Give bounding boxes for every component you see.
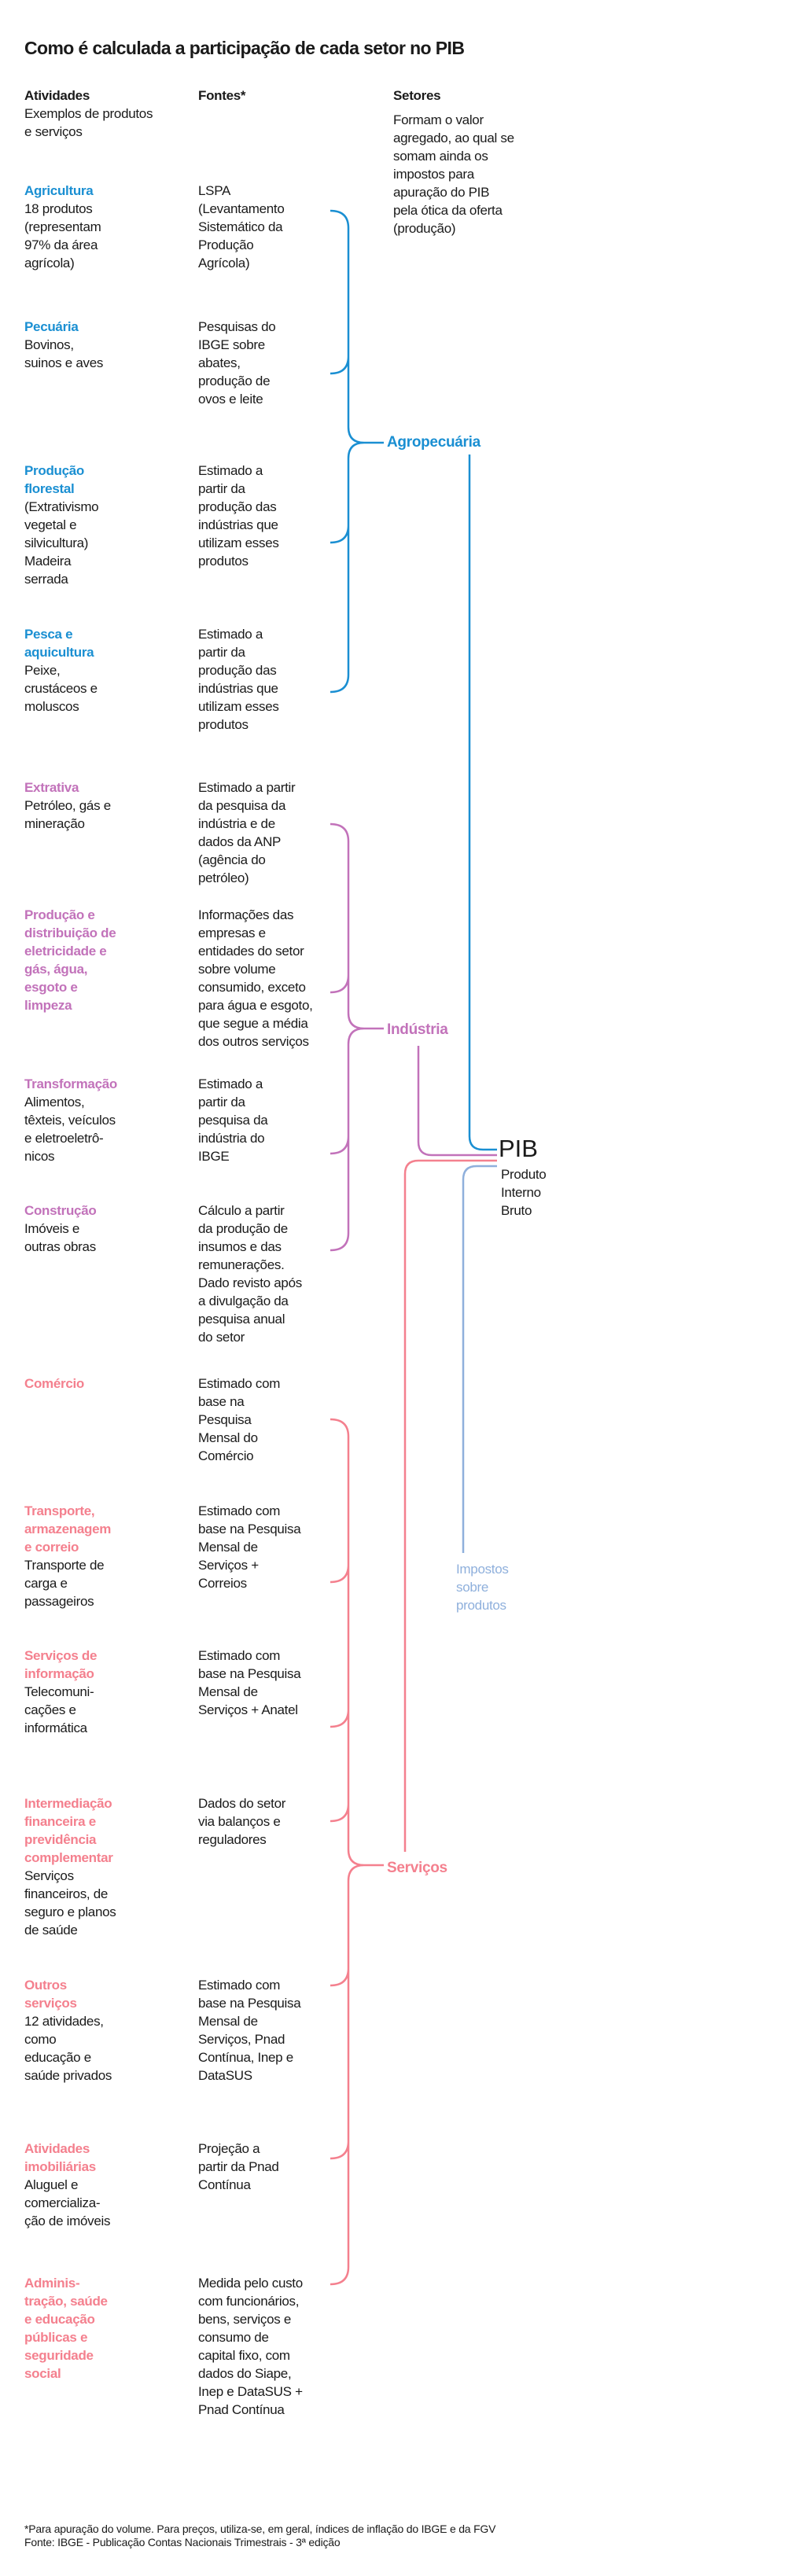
footnote: *Para apuração do volume. Para preços, u… — [24, 2523, 496, 2535]
activity-name: Transporte, armazenagem e correio — [24, 1503, 112, 1555]
activity-name: Intermediação financeira e previdência c… — [24, 1796, 113, 1865]
activities-header: Atividades — [24, 88, 90, 103]
activity-name: Produção florestal — [24, 463, 85, 496]
activity-item: Adminis- tração, saúde e educação públic… — [24, 2274, 128, 2383]
activity-description: Bovinos, suinos e aves — [24, 337, 104, 370]
servicos-bracket — [330, 1418, 384, 2286]
activity-name: Comércio — [24, 1376, 85, 1391]
activity-source: Medida pelo custo com funcionários, bens… — [198, 2276, 303, 2417]
agro-to-pib-line — [468, 454, 497, 1151]
activity-description: Peixe, crustáceos e moluscos — [24, 663, 98, 714]
activity-name: Pecuária — [24, 319, 79, 334]
activity-description: 18 produtos (representam 97% da área agr… — [24, 201, 101, 270]
activity-source: Estimado a partir da pesquisa da indústr… — [198, 780, 296, 885]
sector-label-industria: Indústria — [387, 1021, 448, 1038]
activity-name: Pesca e aquicultura — [24, 627, 94, 660]
activity-item: Agricultura 18 produtos (representam 97% … — [24, 182, 128, 272]
sectors-subheader: Formam o valor agregado, ao qual se soma… — [393, 112, 514, 236]
activity-description: Alimentos, têxteis, veículos e eletroele… — [24, 1095, 116, 1164]
activity-description: Serviços financeiros, de seguro e planos… — [24, 1868, 116, 1938]
activity-description: Imóveis e outras obras — [24, 1221, 96, 1254]
sectors-header: Setores — [393, 88, 441, 103]
sector-label-agropecuaria: Agropecuária — [387, 434, 481, 451]
activity-name: Extrativa — [24, 780, 79, 795]
activity-name: Outros serviços — [24, 1978, 77, 2011]
activity-source: Estimado com base na Pesquisa Mensal de … — [198, 1503, 301, 1591]
activity-source: Estimado com base na Pesquisa Mensal de … — [198, 1978, 301, 2083]
activity-name: Adminis- tração, saúde e educação públic… — [24, 2276, 108, 2381]
sources-header: Fontes* — [198, 88, 246, 103]
activity-source: Projeção a partir da Pnad Contínua — [198, 2141, 279, 2192]
activity-item: Produção e distribuição de eletricidade … — [24, 906, 128, 1014]
activity-description: Transporte de carga e passageiros — [24, 1558, 105, 1609]
activities-subheader: Exemplos de produtos e serviços — [24, 106, 153, 139]
pib-full-name: Produto Interno Bruto — [501, 1167, 547, 1218]
activity-name: Transformação — [24, 1076, 117, 1091]
activity-source: Dados do setor via balanços e reguladore… — [198, 1796, 286, 1847]
activity-name: Construção — [24, 1203, 97, 1218]
activity-item: Comércio — [24, 1374, 128, 1393]
activity-item: Produção florestal(Extrativismo vegetal … — [24, 462, 128, 588]
sector-label-servicos: Serviços — [387, 1860, 447, 1876]
taxes-to-pib-line — [462, 1165, 497, 1553]
activity-source: Estimado a partir da produção das indúst… — [198, 463, 279, 569]
activity-name: Atividades imobiliárias — [24, 2141, 96, 2174]
activity-source: Pesquisas do IBGE sobre abates, produção… — [198, 319, 276, 407]
activity-description: Petróleo, gás e mineração — [24, 798, 111, 831]
activity-source: Informações das empresas e entidades do … — [198, 907, 313, 1049]
activity-description: 12 atividades, como educação e saúde pri… — [24, 2014, 112, 2083]
activity-name: Serviços de informação — [24, 1648, 98, 1681]
agro-bracket — [330, 209, 384, 694]
activity-name: Produção e distribuição de eletricidade … — [24, 907, 116, 1013]
activity-description: Telecomuni- cações e informática — [24, 1684, 94, 1735]
activity-description: Aluguel e comercializa- ção de imóveis — [24, 2177, 111, 2228]
taxes-label: Impostos sobre produtos — [456, 1562, 509, 1613]
activity-name: Agricultura — [24, 183, 94, 198]
activity-source: Estimado com base na Pesquisa Mensal do … — [198, 1376, 281, 1463]
activity-source: Cálculo a partir da produção de insumos … — [198, 1203, 302, 1345]
activity-source: Estimado com base na Pesquisa Mensal de … — [198, 1648, 301, 1717]
activity-source: Estimado a partir da pesquisa da indústr… — [198, 1076, 268, 1164]
activity-source: Estimado a partir da produção das indúst… — [198, 627, 279, 732]
activity-description: (Extrativismo vegetal e silvicultura) Ma… — [24, 499, 99, 587]
page-title: Como é calculada a participação de cada … — [24, 38, 465, 58]
industria-to-pib-line — [417, 1046, 497, 1157]
source-note: Fonte: IBGE - Publicação Contas Nacionai… — [24, 2536, 341, 2548]
activity-item: Intermediação financeira e previdência c… — [24, 1794, 128, 1939]
activity-source: LSPA (Levantamento Sistemático da Produç… — [198, 183, 285, 270]
pib-label: PIB — [499, 1135, 538, 1162]
servicos-to-pib-line — [403, 1159, 497, 1852]
industria-bracket — [330, 822, 384, 1252]
